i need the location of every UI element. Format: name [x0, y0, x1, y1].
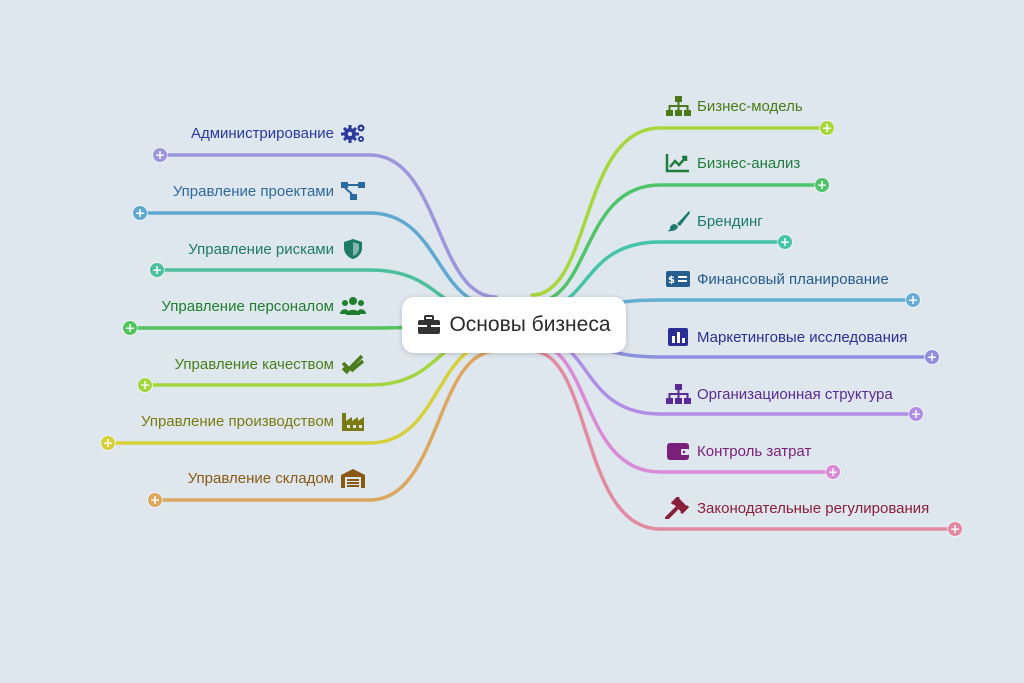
expand-button[interactable]: +: [820, 121, 834, 135]
briefcase-icon: [418, 315, 441, 334]
right-branch-line: [530, 349, 957, 531]
expand-button[interactable]: +: [906, 293, 920, 307]
expand-button[interactable]: +: [150, 263, 164, 277]
right-branch-topic[interactable]: Организационная структура: [665, 383, 893, 405]
shield-icon: [340, 238, 366, 260]
branch-label: Финансовый планирование: [697, 270, 889, 288]
branch-label: Маркетинговые исследования: [697, 328, 908, 346]
expand-button[interactable]: +: [909, 407, 923, 421]
branch-label: Управление качеством: [174, 355, 334, 373]
poll-icon: [665, 326, 691, 348]
cogs-icon: [340, 122, 366, 144]
right-branch-topic[interactable]: Законодательные регулирования: [665, 497, 929, 519]
gavel-icon: [665, 497, 691, 519]
wallet-icon: [665, 440, 691, 462]
expand-button[interactable]: +: [826, 465, 840, 479]
branch-label: Организационная структура: [697, 385, 893, 403]
branch-label: Законодательные регулирования: [697, 499, 930, 517]
expand-button[interactable]: +: [925, 350, 939, 364]
branch-label: Бизнес-модель: [697, 97, 803, 115]
expand-button[interactable]: +: [123, 321, 137, 335]
left-branch-topic[interactable]: Управление производством: [141, 410, 366, 432]
central-topic-label: Основы бизнеса: [449, 313, 611, 336]
right-branch-topic[interactable]: Маркетинговые исследования: [665, 326, 907, 348]
sitemap-flow-icon: [340, 180, 366, 202]
left-branch-topic[interactable]: Управление качеством: [175, 353, 366, 375]
branch-label: Управление производством: [140, 412, 334, 430]
expand-button[interactable]: +: [133, 206, 147, 220]
expand-button[interactable]: +: [101, 436, 115, 450]
branch-label: Управление рисками: [188, 240, 334, 258]
right-branch-topic[interactable]: Брендинг: [665, 210, 763, 232]
left-branch-topic[interactable]: Администрирование: [191, 122, 366, 144]
branch-label: Контроль затрат: [697, 442, 812, 460]
expand-button[interactable]: +: [138, 378, 152, 392]
branch-label: Управление проектами: [172, 182, 334, 200]
right-branch-topic[interactable]: Бизнес-анализ: [665, 152, 800, 174]
right-branch-line: [530, 126, 829, 297]
left-branch-topic[interactable]: Управление складом: [188, 467, 366, 489]
branch-label: Управление персоналом: [161, 297, 334, 315]
left-branch-topic[interactable]: Управление рисками: [188, 238, 366, 260]
left-branch-line: [153, 349, 498, 502]
warehouse-icon: [340, 467, 366, 489]
branch-label: Управление складом: [187, 469, 334, 487]
org-chart-icon: [665, 383, 691, 405]
chart-line-icon: [665, 152, 691, 174]
central-topic[interactable]: Основы бизнеса: [402, 297, 626, 353]
branch-label: Бизнес-анализ: [697, 154, 801, 172]
branch-label: Брендинг: [697, 212, 763, 230]
factory-icon: [340, 410, 366, 432]
left-branch-line: [158, 153, 498, 299]
expand-button[interactable]: +: [948, 522, 962, 536]
right-branch-topic[interactable]: Контроль затрат: [665, 440, 811, 462]
left-branch-topic[interactable]: Управление персоналом: [161, 295, 366, 317]
right-branch-topic[interactable]: Бизнес-модель: [665, 95, 803, 117]
expand-button[interactable]: +: [778, 235, 792, 249]
expand-button[interactable]: +: [815, 178, 829, 192]
svg-text:$: $: [668, 275, 675, 286]
paint-brush-icon: [665, 210, 691, 232]
sitemap-icon: [665, 95, 691, 117]
expand-button[interactable]: +: [153, 148, 167, 162]
money-check-icon: $: [665, 268, 691, 290]
branch-label: Администрирование: [190, 124, 334, 142]
expand-button[interactable]: +: [148, 493, 162, 507]
users-icon: [340, 295, 366, 317]
left-branch-topic[interactable]: Управление проектами: [173, 180, 366, 202]
double-check-icon: [340, 353, 366, 375]
right-branch-line: [530, 183, 824, 305]
right-branch-topic[interactable]: $ Финансовый планирование: [665, 268, 889, 290]
